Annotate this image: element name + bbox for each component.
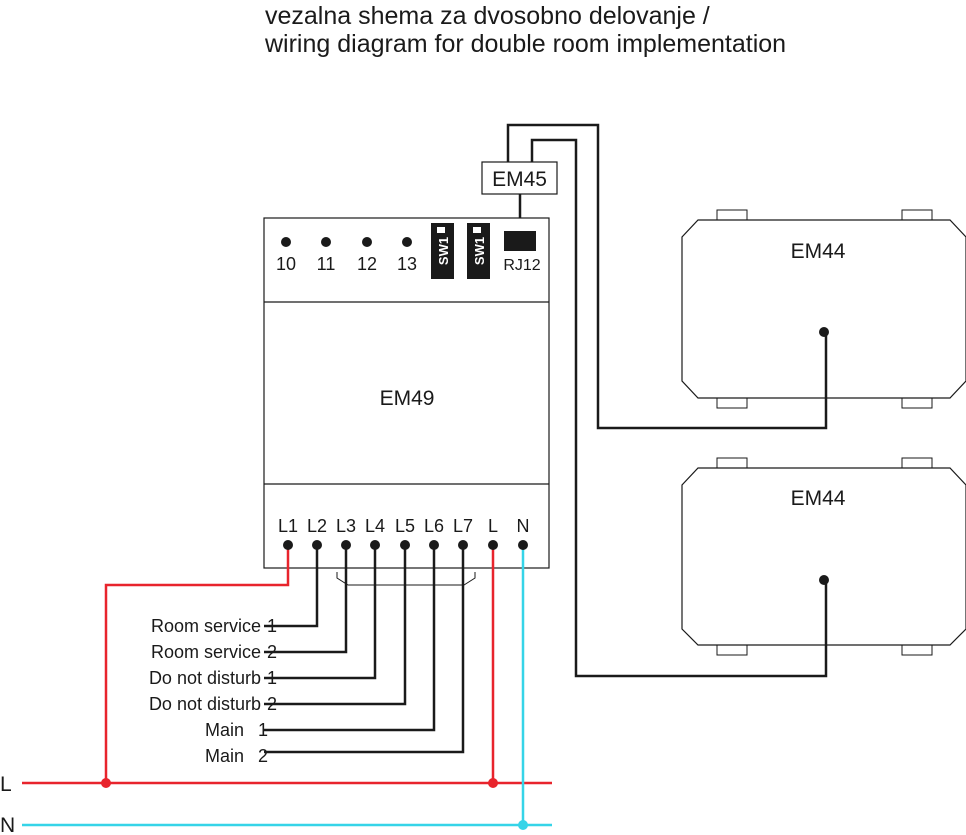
em44-bottom-label: EM44 xyxy=(791,487,846,510)
title-line-2: wiring diagram for double room implement… xyxy=(264,30,786,58)
terminal-11-label: 11 xyxy=(317,254,336,274)
output-num-main-2: 2 xyxy=(258,746,268,766)
wire-do-not-disturb-1 xyxy=(264,545,377,680)
output-label-main-1: Main xyxy=(205,720,244,740)
terminal-10-dot xyxy=(281,237,291,247)
terminal-13-dot xyxy=(402,237,412,247)
wire-main-2 xyxy=(264,545,465,754)
em49-top-terminals: 10 11 12 13 xyxy=(276,237,417,274)
em44-top-terminal xyxy=(819,327,829,337)
phase-junction-L xyxy=(488,778,498,788)
output-num-room-service-2: 2 xyxy=(267,642,277,662)
terminal-13-label: 13 xyxy=(397,254,417,274)
em45-module: EM45 xyxy=(481,161,558,195)
neutral-label: N xyxy=(0,814,15,835)
terminal-L3-label: L3 xyxy=(336,516,356,536)
output-labels: Room service 1 Room service 2 Do not dis… xyxy=(149,616,277,766)
terminal-L7-label: L7 xyxy=(453,516,473,536)
neutral-junction-N xyxy=(518,820,528,830)
terminal-L5-label: L5 xyxy=(395,516,415,536)
terminal-N-dot xyxy=(518,540,528,550)
switch-2: SW1 xyxy=(467,223,490,279)
output-num-do-not-disturb-1: 1 xyxy=(267,668,277,688)
bus-wire-em44-bottom xyxy=(530,138,828,678)
phase-wires xyxy=(22,545,552,785)
em49-bottom-terminal-dots xyxy=(283,540,528,550)
output-num-main-1: 1 xyxy=(258,720,268,740)
phase-label: L xyxy=(0,773,12,796)
output-label-room-service-1: Room service xyxy=(151,616,261,636)
terminal-L4-dot xyxy=(370,540,380,550)
wire-do-not-disturb-2 xyxy=(264,545,407,706)
wire-room-service-2 xyxy=(264,545,348,654)
wire-main-1 xyxy=(264,545,436,732)
terminal-L-dot xyxy=(488,540,498,550)
phase-junction-L1 xyxy=(101,778,111,788)
output-label-do-not-disturb-2: Do not disturb xyxy=(149,694,261,714)
terminal-L2-label: L2 xyxy=(307,516,327,536)
output-label-do-not-disturb-1: Do not disturb xyxy=(149,668,261,688)
terminal-L7-dot xyxy=(458,540,468,550)
terminal-L3-dot xyxy=(341,540,351,550)
em45-label: EM45 xyxy=(492,168,547,191)
em44-top-label: EM44 xyxy=(791,240,846,263)
terminal-L5-dot xyxy=(400,540,410,550)
em49-label: EM49 xyxy=(380,387,435,410)
switch-1-label: SW1 xyxy=(436,237,451,265)
bus-wire-em44-top xyxy=(506,123,828,430)
wire-room-service-1 xyxy=(264,545,319,628)
terminal-12-dot xyxy=(362,237,372,247)
switch-1: SW1 xyxy=(431,223,454,279)
rj12-label: RJ12 xyxy=(503,257,540,274)
terminal-12-label: 12 xyxy=(357,254,377,274)
em44-top-unit: EM44 xyxy=(681,209,966,409)
output-label-main-2: Main xyxy=(205,746,244,766)
terminal-L6-dot xyxy=(429,540,439,550)
terminal-L4-label: L4 xyxy=(365,516,385,536)
terminal-L1-dot xyxy=(283,540,293,550)
wire-phase-to-L1 xyxy=(104,545,290,783)
terminal-11-dot xyxy=(321,237,331,247)
rj12-port xyxy=(504,231,536,251)
em49-module: EM49 10 11 12 13 SW1 SW1 RJ12 L1 xyxy=(263,217,550,569)
neutral-wires xyxy=(22,545,552,827)
output-num-room-service-1: 1 xyxy=(267,616,277,636)
terminal-L1-label: L1 xyxy=(278,516,298,536)
output-num-do-not-disturb-2: 2 xyxy=(267,694,277,714)
title-line-1: vezalna shema za dvosobno delovanje / xyxy=(265,2,710,30)
output-wires xyxy=(264,545,465,754)
terminal-N-label: N xyxy=(517,516,530,536)
terminal-10-label: 10 xyxy=(276,254,296,274)
terminal-L6-label: L6 xyxy=(424,516,444,536)
output-label-room-service-2: Room service xyxy=(151,642,261,662)
em44-bottom-unit: EM44 xyxy=(681,457,966,656)
em44-bottom-terminal xyxy=(819,575,829,585)
em49-bottom-terminal-labels: L1 L2 L3 L4 L5 L6 L7 L N xyxy=(278,516,530,536)
terminal-L-label: L xyxy=(488,516,498,536)
terminal-L2-dot xyxy=(312,540,322,550)
switch-2-label: SW1 xyxy=(472,237,487,265)
